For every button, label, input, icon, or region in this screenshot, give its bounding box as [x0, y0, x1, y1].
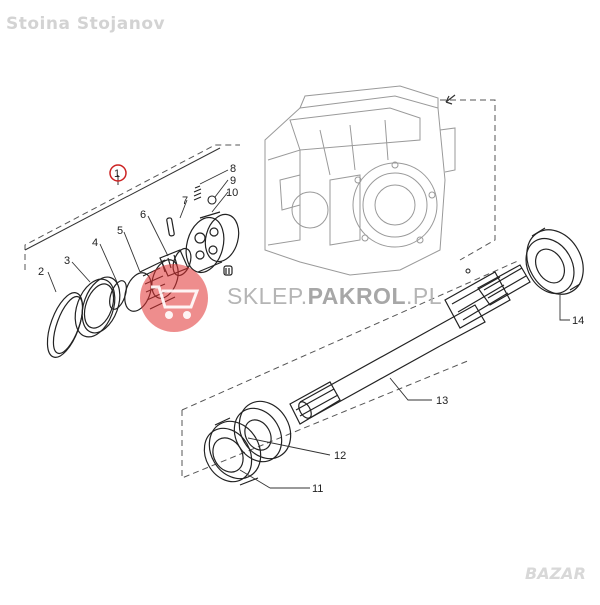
cart-logo-icon [140, 264, 208, 332]
callout-12: 12 [334, 450, 346, 462]
assembly-guide-lines [24, 99, 521, 479]
part-3-seal [74, 276, 121, 338]
callout-8: 8 [230, 163, 236, 175]
part-7-pin [166, 217, 175, 237]
callout-11: 11 [312, 483, 323, 495]
arrow-indicator [445, 94, 456, 105]
part-13-shaft [289, 264, 531, 425]
callout-2: 2 [38, 266, 44, 278]
part-14-bearing [525, 227, 584, 295]
part-9-ball [207, 195, 217, 205]
transmission-housing [264, 85, 456, 276]
part-8-spring [193, 185, 202, 201]
callout-14: 14 [572, 315, 584, 327]
author-watermark: Stoina Stojanov [6, 14, 166, 34]
callout-3: 3 [64, 255, 70, 267]
group-1-bracket [24, 147, 221, 251]
shop-logo-watermark: SKLEP.PAKROL.PL [129, 263, 469, 333]
callout-5: 5 [117, 225, 123, 237]
part-10-coupling [185, 211, 240, 276]
callout-6: 6 [140, 209, 146, 221]
highlight-circle-1 [109, 164, 127, 182]
shop-name: SKLEP.PAKROL.PL [227, 283, 443, 309]
shaft-dot [465, 268, 471, 274]
callout-1: 1 [114, 168, 120, 180]
callout-10: 10 [226, 187, 238, 199]
callout-7: 7 [182, 195, 188, 207]
callout-9: 9 [230, 175, 236, 187]
leader-lines [47, 169, 570, 489]
callout-4: 4 [92, 237, 98, 249]
marketplace-watermark: BAZAR [525, 564, 586, 583]
callout-13: 13 [436, 395, 448, 407]
